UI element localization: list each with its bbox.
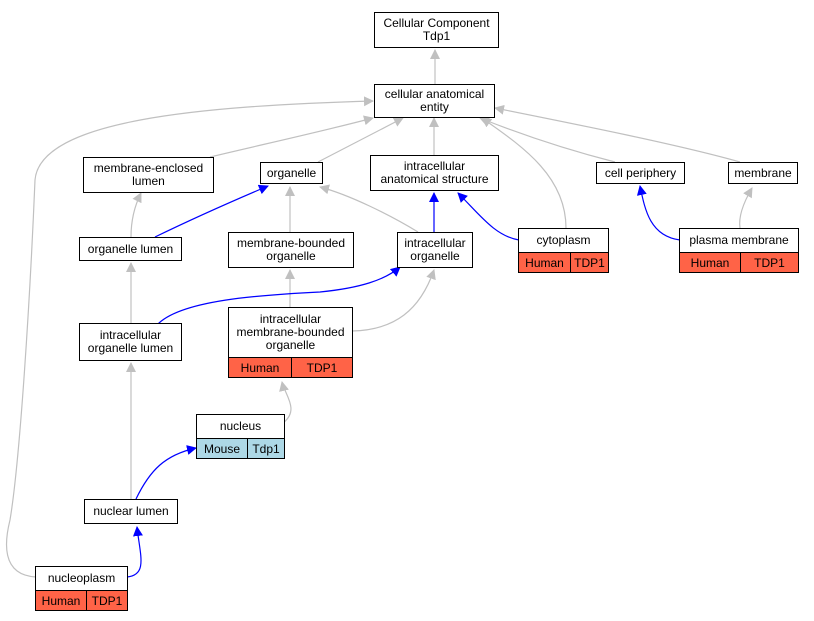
node-label: nuclear lumen bbox=[93, 504, 169, 518]
edge-plasmamem-membrane bbox=[739, 187, 753, 229]
edge-cellperiph-cae bbox=[479, 116, 616, 163]
node-intracellular-organelle-lumen[interactable]: intracellular organelle lumen bbox=[79, 323, 182, 361]
node-organelle-lumen[interactable]: organelle lumen bbox=[79, 237, 182, 261]
node-label: plasma membrane bbox=[689, 233, 789, 247]
node-membrane-enclosed-lumen[interactable]: membrane-enclosed lumen bbox=[83, 157, 214, 193]
node-label: cytoplasm bbox=[536, 233, 591, 247]
node-label: nucleus bbox=[219, 419, 262, 433]
annotation-row: Human TDP1 bbox=[229, 357, 352, 377]
node-label: membrane bbox=[734, 165, 792, 180]
node-label: intracellular organelle bbox=[404, 236, 466, 263]
species-cell: Human bbox=[519, 253, 570, 272]
gene-cell: TDP1 bbox=[291, 358, 352, 377]
node-label: intracellular organelle lumen bbox=[87, 328, 174, 355]
node-intracellular-anatomical-structure[interactable]: intracellular anatomical structure bbox=[370, 155, 499, 191]
node-nuclear-lumen[interactable]: nuclear lumen bbox=[84, 499, 178, 524]
gene-cell: TDP1 bbox=[86, 591, 127, 610]
node-membrane[interactable]: membrane bbox=[728, 162, 798, 184]
node-label: intracellular anatomical structure bbox=[380, 159, 489, 186]
edge-nucleus-imbo bbox=[279, 381, 292, 424]
species-cell: Human bbox=[229, 358, 291, 377]
node-cell-periphery[interactable]: cell periphery bbox=[596, 162, 685, 184]
node-label: cell periphery bbox=[604, 165, 677, 180]
node-label: organelle bbox=[266, 165, 317, 180]
edge-nucleoplasm-nuclumen bbox=[126, 526, 143, 578]
edge-nucleoplasm-cae bbox=[6, 96, 374, 578]
edge-imbo-intraorg bbox=[351, 269, 436, 332]
node-cellular-anatomical-entity[interactable]: cellular anatomical entity bbox=[374, 84, 495, 118]
annotation-row: Mouse Tdp1 bbox=[197, 438, 284, 458]
edge-cytoplasm-ias bbox=[457, 192, 520, 241]
gene-cell: TDP1 bbox=[570, 253, 608, 272]
gene-cell: Tdp1 bbox=[247, 439, 284, 458]
node-nucleoplasm[interactable]: nucleoplasm Human TDP1 bbox=[35, 566, 128, 611]
node-label: Cellular Component Tdp1 bbox=[383, 16, 490, 43]
node-label: cellular anatomical entity bbox=[384, 87, 485, 114]
edge-organelle-cae bbox=[317, 117, 404, 163]
annotation-row: Human TDP1 bbox=[680, 252, 798, 272]
annotation-row: Human TDP1 bbox=[36, 590, 127, 610]
edge-orglumen-mel bbox=[130, 192, 142, 238]
node-cytoplasm[interactable]: cytoplasm Human TDP1 bbox=[518, 228, 609, 273]
node-organelle[interactable]: organelle bbox=[260, 162, 323, 184]
edge-membrane-cae bbox=[494, 104, 741, 163]
edge-orglumen-organelle bbox=[154, 184, 269, 238]
edge-nuclumen-nucleus bbox=[135, 445, 197, 500]
node-label: nucleoplasm bbox=[47, 571, 116, 585]
node-intracellular-membrane-bounded-organelle[interactable]: intracellular membrane-bounded organelle… bbox=[228, 307, 353, 378]
node-label: intracellular membrane-bounded organelle bbox=[236, 312, 345, 352]
edge-plasmamem-cellperiph bbox=[636, 185, 681, 241]
node-plasma-membrane[interactable]: plasma membrane Human TDP1 bbox=[679, 228, 799, 273]
edge-mel-cae bbox=[209, 115, 374, 158]
node-intracellular-organelle[interactable]: intracellular organelle bbox=[397, 232, 473, 268]
node-cellular-component-root[interactable]: Cellular Component Tdp1 bbox=[374, 12, 499, 48]
node-label: organelle lumen bbox=[87, 241, 174, 256]
species-cell: Human bbox=[680, 253, 740, 272]
node-label: membrane-bounded organelle bbox=[236, 236, 346, 263]
species-cell: Human bbox=[36, 591, 86, 610]
edge-intraorg-organelle bbox=[319, 184, 419, 233]
species-cell: Mouse bbox=[197, 439, 247, 458]
gene-cell: TDP1 bbox=[740, 253, 798, 272]
node-nucleus[interactable]: nucleus Mouse Tdp1 bbox=[196, 414, 285, 459]
edge-cytoplasm-cae bbox=[481, 117, 567, 229]
node-membrane-bounded-organelle[interactable]: membrane-bounded organelle bbox=[228, 232, 354, 268]
annotation-row: Human TDP1 bbox=[519, 252, 608, 272]
edge-iol-intraorg bbox=[156, 266, 401, 326]
node-label: membrane-enclosed lumen bbox=[93, 161, 204, 188]
